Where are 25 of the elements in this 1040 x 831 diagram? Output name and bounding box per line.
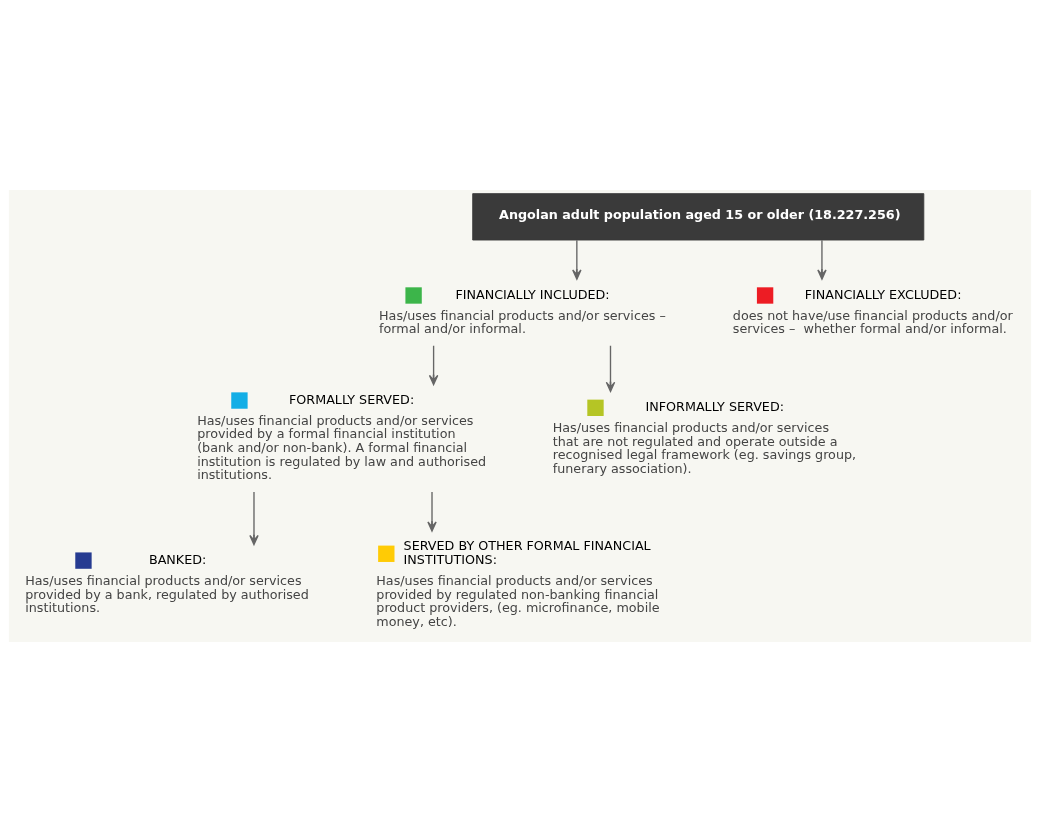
node-label: FORMALLY SERVED: (289, 391, 415, 407)
node-label: Has/uses financial products and/or services provided by regulated non-banking financial product providers, (eg. microfinance, mobile money, etc). (376, 572, 660, 629)
node-label: INFORMALLY SERVED: (645, 398, 784, 414)
arrow (572, 239, 582, 280)
node-box: Angolan adult population aged 15 or older (18.227.256) (472, 192, 925, 240)
arrow (249, 490, 259, 545)
arrow (428, 344, 439, 385)
node-label: Has/uses financial products and/or services – formal and/or informal. (379, 307, 666, 336)
node-box (75, 551, 92, 569)
node-box (231, 391, 248, 409)
node-box (405, 286, 422, 304)
node-label: Has/uses financial products and/or services that are not regulated and operate outside a recognised legal framework (eg. savings group, funerary association). (552, 419, 857, 476)
node-label: FINANCIALLY INCLUDED: (455, 286, 610, 302)
node-label: Has/uses financial products and/or services provided by a formal financial institution (bank and/or non-bank). A formal financial institution is regulated by law and authorised institutions. (197, 412, 487, 482)
arrow (817, 239, 827, 280)
node-label: BANKED: (148, 551, 207, 567)
arrow (605, 344, 616, 392)
node-box (756, 286, 774, 304)
node-label: SERVED BY OTHER FORMAL FINANCIAL INSTITUTIONS: (403, 537, 651, 567)
node-box (587, 399, 604, 416)
node-box (378, 545, 395, 562)
node-label: does not have/use financial products and/or services – whether formal and/or informal. (732, 307, 1013, 336)
node-label: Has/uses financial products and/or services provided by a bank, regulated by authorised institutions. (25, 572, 309, 615)
arrow (427, 490, 437, 532)
node-label: FINANCIALLY EXCLUDED: (804, 286, 962, 302)
